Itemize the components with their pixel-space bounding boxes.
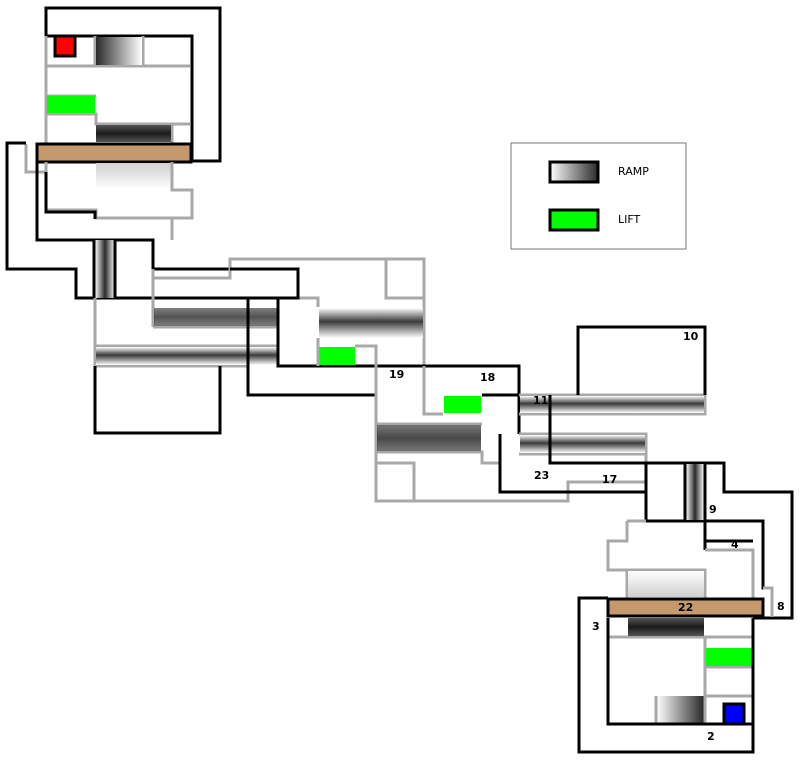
label-4: 4 (731, 538, 739, 551)
bridge-bottom (606, 597, 765, 618)
base-top-left (5, 6, 278, 300)
mid-grey-lift-frame (316, 338, 378, 366)
label-17: 17 (602, 473, 617, 486)
ramp-bottom-2 (628, 618, 704, 636)
label-8: 8 (777, 600, 785, 613)
mid-left-black-walls (93, 267, 521, 435)
base-bottom-right (577, 461, 794, 754)
location-labels: 10 19 18 11 23 17 9 4 22 8 3 2 (389, 330, 785, 743)
middle-right-structure (374, 325, 707, 503)
lift-bottom (706, 648, 752, 666)
bottom-grey-walls (606, 519, 774, 698)
ramp-top-3 (96, 163, 172, 189)
ramp-mid-1 (154, 308, 278, 326)
ramp-bottom-3 (657, 696, 704, 723)
ramp-mid-2 (96, 347, 278, 365)
label-22: 22 (678, 601, 693, 614)
ramp-vertical-top-frame (92, 240, 117, 298)
bottom-base-outer-wall (577, 596, 755, 754)
mid-left-grey-walls (93, 257, 426, 368)
ramp-vertical-bottom-frame (683, 463, 707, 521)
legend-ramp-label: RAMP (618, 165, 649, 178)
ramp-top-2 (96, 125, 171, 142)
ramp-top-1 (96, 37, 142, 65)
label-19: 19 (389, 368, 404, 381)
legend-lift-label: LIFT (618, 213, 641, 226)
legend-box (510, 142, 687, 250)
mid-right-grey-walls (374, 366, 707, 503)
ramp-mid-6 (520, 435, 645, 453)
legend-lift-swatch (548, 208, 600, 232)
ramp-vertical-bottom (686, 464, 704, 520)
middle-left-structure (93, 257, 521, 435)
lift-top-1 (47, 96, 95, 113)
ramp-mid-5 (520, 396, 704, 413)
label-23: 23 (534, 469, 549, 482)
ramp-vertical-top (95, 240, 115, 298)
bridge-top (35, 142, 193, 164)
blue-start-marker (722, 702, 746, 726)
ramp-bottom-1 (628, 571, 704, 597)
label-18: 18 (480, 371, 495, 384)
mid-right-black-walls (482, 325, 707, 494)
label-9: 9 (709, 503, 717, 516)
lift-mid-1 (318, 347, 355, 365)
label-11: 11 (533, 394, 548, 407)
bottom-connector-walls (644, 461, 794, 620)
label-10: 10 (683, 330, 699, 343)
red-start-marker (53, 34, 77, 58)
label-2: 2 (707, 730, 715, 743)
lift-mid-2 (444, 396, 481, 413)
label-3: 3 (592, 620, 600, 633)
legend-ramp-swatch (548, 160, 600, 184)
legend: RAMP LIFT (510, 142, 687, 250)
ramp-mid-4 (377, 425, 481, 451)
ramp-mid-3 (319, 308, 423, 338)
